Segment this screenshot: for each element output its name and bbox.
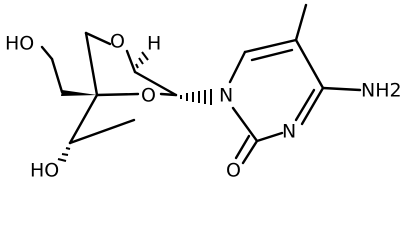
bond-c2-o-a — [241, 139, 259, 165]
bond-c5prime-o — [84, 31, 112, 46]
wedge-c4-ch2 — [61, 90, 97, 96]
label-ho-top: HO — [5, 33, 34, 55]
hash-bonds — [57, 51, 212, 162]
label-n1: N — [219, 85, 233, 107]
bond-c4-n3-inner — [294, 88, 316, 122]
bond-n3-c2 — [255, 131, 284, 143]
bond-ch2-c4 — [50, 57, 64, 94]
hash-c3-ho — [57, 142, 71, 162]
bond-c6-c5 — [243, 38, 298, 54]
bond-c2-o-b — [234, 134, 251, 160]
bond-n1-c6 — [228, 50, 247, 84]
label-h-stereo: H — [147, 33, 161, 55]
bond-c4-n3 — [300, 86, 325, 126]
bond-c5-c4 — [294, 38, 325, 90]
molecule-canvas: HO HO O O H N N NH2 O — [5, 3, 402, 182]
bond-c3-c2 — [68, 118, 136, 145]
bond-c6-c5-inner — [250, 48, 294, 62]
hash-c1-h — [135, 51, 149, 69]
bond-c4-c3 — [68, 93, 99, 145]
bond-c4-o-mid — [95, 92, 140, 97]
bond-c2-c1bridge — [133, 70, 178, 97]
base-bonds — [228, 3, 362, 165]
label-ho-bottom: HO — [30, 160, 59, 182]
atom-labels: HO HO O O H N N NH2 O — [5, 31, 402, 182]
bond-ho-ch2 — [40, 45, 54, 61]
hash-c2-n1 — [180, 89, 212, 105]
label-n3: N — [282, 121, 296, 143]
bond-c2-n1 — [231, 106, 259, 143]
bond-c4-c5prime — [84, 31, 99, 97]
bond-c5-methyl — [294, 3, 308, 42]
label-o-carbonyl: O — [226, 160, 241, 182]
molecule-diagram: HO HO O O H N N NH2 O — [5, 3, 402, 182]
bond-o-c1bridge — [125, 49, 137, 74]
label-nh2: NH2 — [361, 80, 402, 102]
label-o-bridge-mid: O — [141, 85, 156, 107]
sugar-bonds — [40, 31, 178, 145]
bond-c4-nh2 — [321, 86, 362, 92]
label-o-bridge-top: O — [110, 31, 125, 53]
wedge-bonds — [61, 90, 97, 96]
